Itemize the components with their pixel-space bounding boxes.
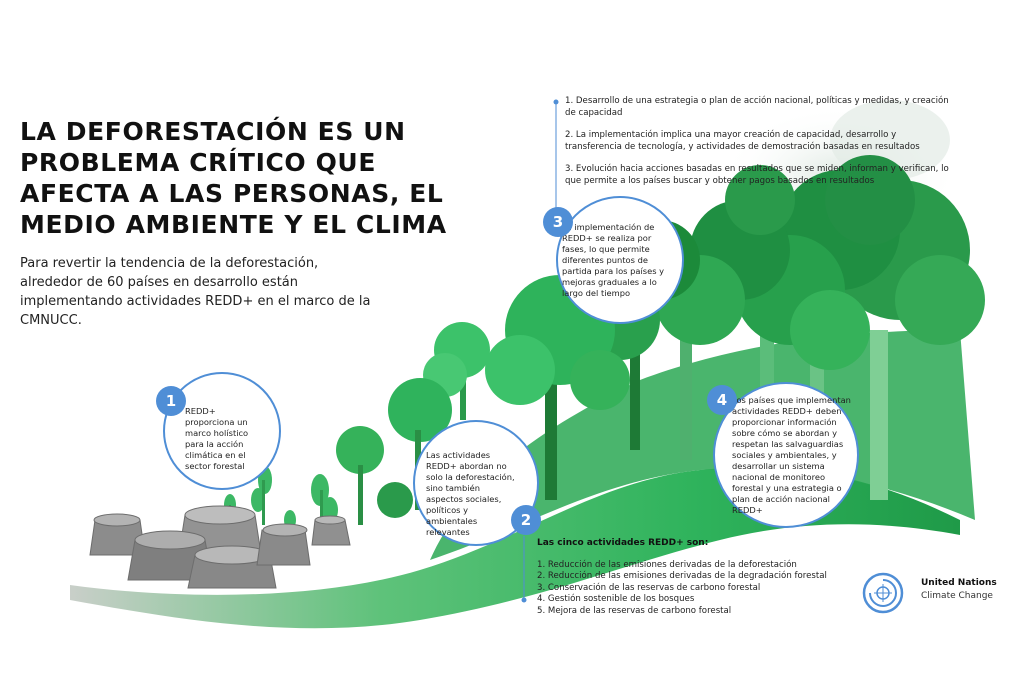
callout-circle-4 — [713, 382, 859, 528]
activities-list: 1. Reducción de las emisiones derivadas … — [537, 560, 827, 617]
logo-name: United Nations — [921, 578, 997, 588]
trees-right — [485, 155, 985, 500]
callout-badge-4: 4 — [707, 385, 737, 415]
un-climate-logo-icon — [862, 572, 904, 614]
phase-item: 3. Evolución hacia acciones basadas en r… — [565, 164, 949, 186]
callout-badge-3: 3 — [543, 207, 573, 237]
list-item: 3. Conservación de las reservas de carbo… — [537, 582, 761, 593]
list-item: 5. Mejora de las reservas de carbono for… — [537, 605, 732, 616]
list-item: 4. Gestión sostenible de los bosques — [537, 594, 695, 605]
callout-badge-2: 2 — [511, 505, 541, 535]
page-title: LA DEFORESTACIÓN ES UN PROBLEMA CRÍTICO … — [20, 117, 447, 239]
callout-text-4: Los países que implementan actividades R… — [732, 395, 851, 515]
phases-list: 1. Desarrollo de una estrategia o plan d… — [565, 96, 955, 198]
activities-title: Las cinco actividades REDD+ son: — [537, 538, 709, 548]
callout-text-1: REDD+ proporciona un marco holístico par… — [185, 406, 249, 471]
callout-badge-1: 1 — [156, 386, 186, 416]
callout-text-2: Las actividades REDD+ abordan no solo la… — [426, 450, 515, 537]
subtitle: Para revertir la tendencia de la defores… — [20, 256, 371, 328]
tree-stumps — [89, 505, 351, 589]
callout-text-3: La implementación de REDD+ se realiza po… — [562, 222, 665, 298]
list-item: 1. Reducción de las emisiones derivadas … — [537, 560, 797, 570]
ground-hill-back — [430, 330, 975, 560]
list-item: 2. Reducción de las emisiones derivadas … — [537, 571, 827, 582]
callout-circle-3 — [556, 196, 684, 324]
phase-item: 2. La implementación implica una mayor c… — [565, 130, 920, 152]
logo-subname: Climate Change — [921, 591, 993, 601]
trees-middle — [336, 322, 490, 525]
phase-item: 1. Desarrollo de una estrategia o plan d… — [565, 96, 949, 118]
